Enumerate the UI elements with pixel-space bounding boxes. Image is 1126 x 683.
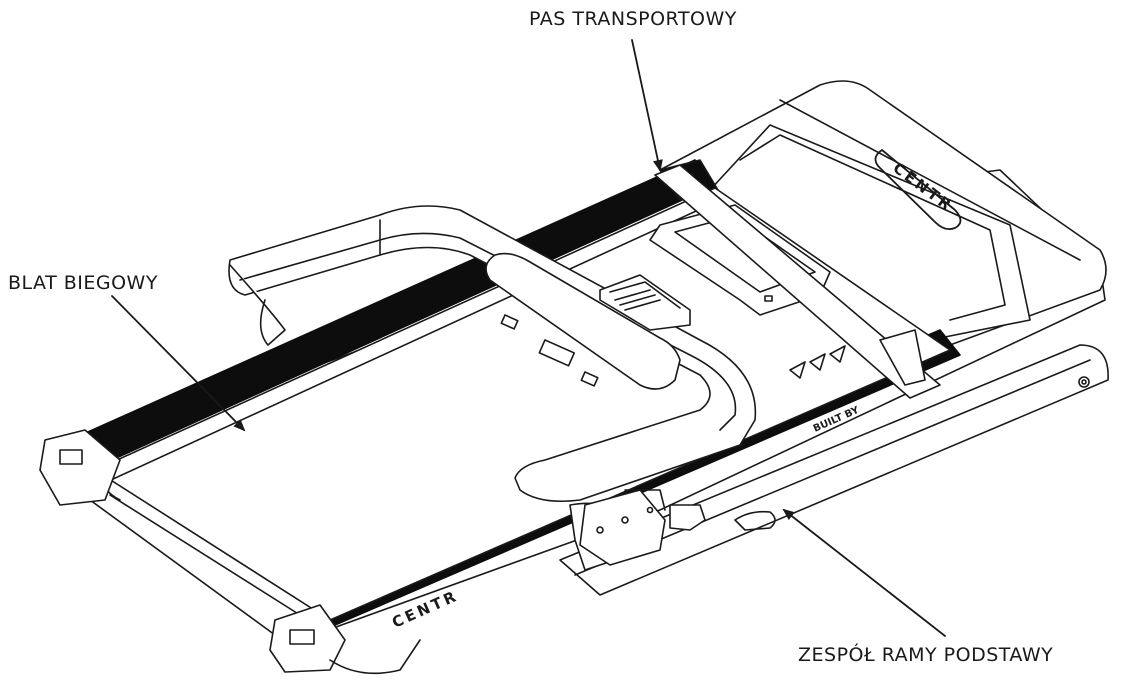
leader-arrow-pas (631, 39, 663, 172)
leader-arrow-blat (111, 295, 246, 432)
label-transport-belt: PAS TRANSPORTOWY (529, 8, 737, 30)
label-base-frame: ZESPÓŁ RAMY PODSTAWY (798, 644, 1054, 666)
rear-end-caps (39, 429, 421, 675)
leader-arrow-rama (782, 508, 946, 637)
label-running-deck: BLAT BIEGOWY (8, 272, 158, 294)
hinge-bracket (579, 489, 706, 566)
centr-logo-icon (874, 149, 962, 231)
deck-chevrons (789, 345, 846, 379)
leader-lines (111, 39, 946, 637)
transport-strap (654, 164, 941, 399)
